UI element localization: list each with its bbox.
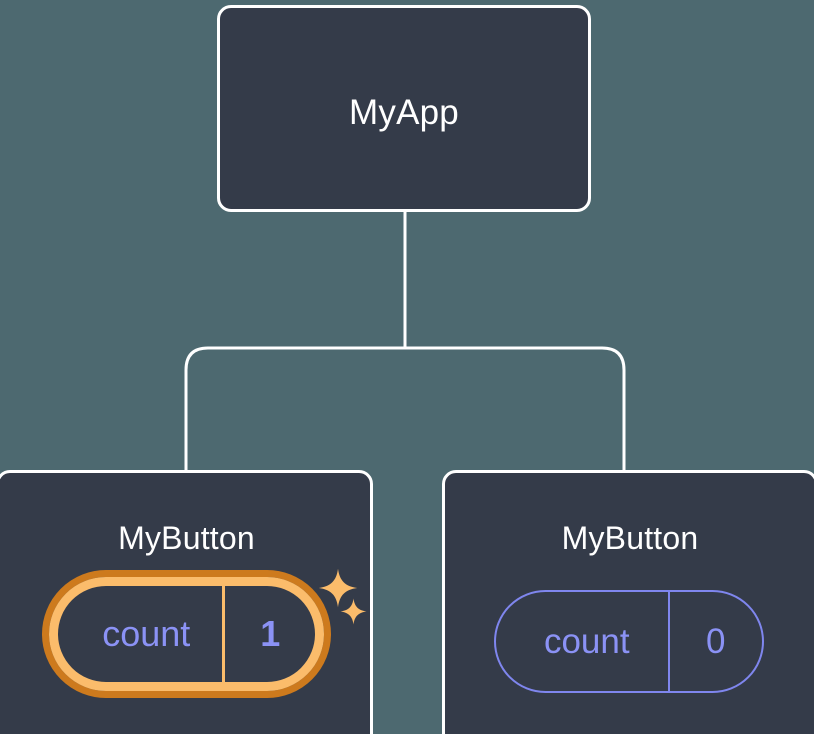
state-value-right: 0 (667, 592, 762, 691)
state-pill-left-highlighted[interactable]: count 1 (42, 570, 331, 698)
state-pill-right[interactable]: count 0 (494, 590, 764, 693)
state-value-left: 1 (222, 586, 315, 682)
node-myapp[interactable]: MyApp (217, 5, 591, 212)
state-key-right: count (543, 621, 630, 661)
connector-branch (184, 346, 626, 472)
node-mybutton-left-label: MyButton (118, 520, 255, 556)
node-myapp-label: MyApp (349, 93, 459, 132)
state-key-left: count (102, 613, 191, 654)
node-mybutton-right-label: MyButton (561, 520, 699, 556)
state-pill-left-inner: count 1 (49, 577, 324, 691)
